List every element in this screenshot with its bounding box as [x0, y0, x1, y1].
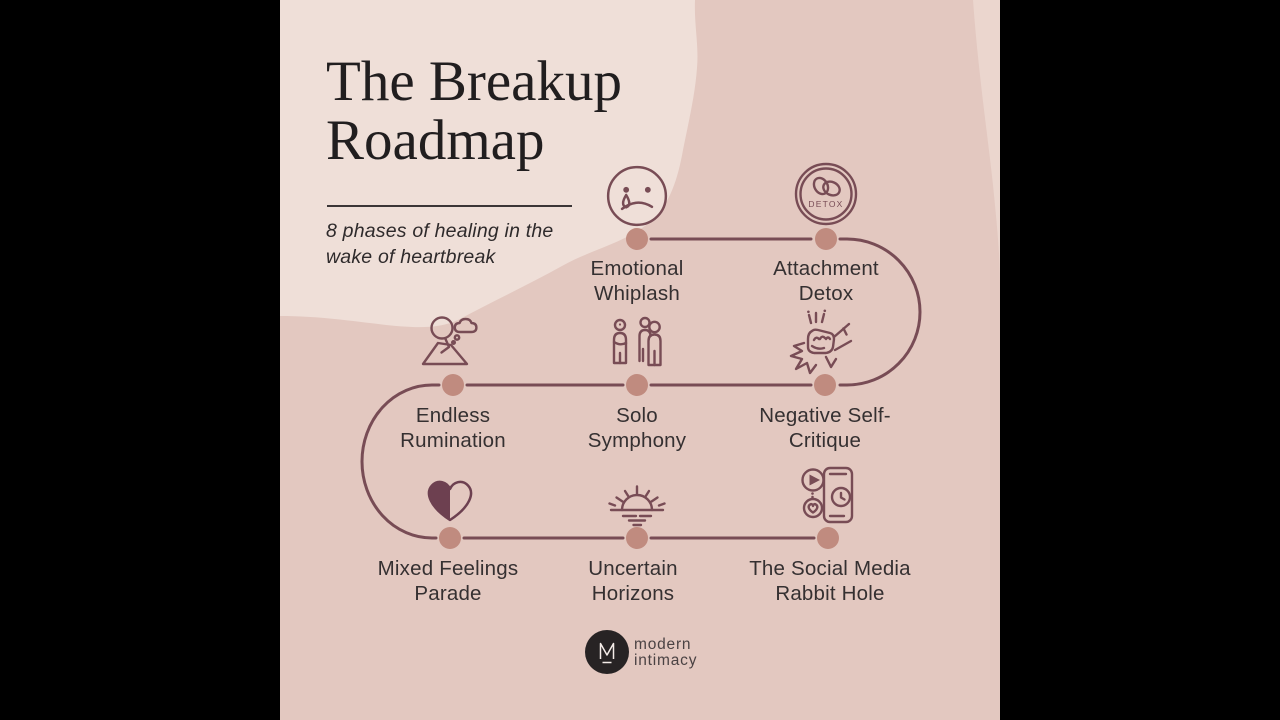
phase-label-uncertain-horizons: Uncertain Horizons: [588, 557, 678, 606]
title-divider: [327, 205, 572, 207]
fist-punch-icon: [788, 308, 856, 376]
phase-label-emotional-whiplash: Emotional Whiplash: [590, 257, 684, 306]
person-alone-vs-group-icon: [605, 313, 669, 377]
brand-name: modern intimacy: [634, 636, 698, 670]
brand-monogram-icon: [599, 642, 615, 664]
phase-label-endless-rumination: Endless Rumination: [400, 404, 506, 453]
person-thinking-icon: [418, 311, 488, 375]
title-line-2: Roadmap: [326, 109, 545, 173]
detox-badge-text: DETOX: [808, 199, 843, 209]
title-line-1: The Breakup: [326, 50, 622, 113]
subtitle: 8 phases of healing in the wake of heart…: [326, 220, 554, 268]
half-filled-heart-icon: [418, 468, 482, 526]
background-blob: [280, 0, 1000, 328]
brand-logo: [585, 630, 629, 674]
phase-label-solo-symphony: Solo Symphony: [587, 404, 687, 453]
sunrise-horizon-icon: [601, 468, 673, 532]
phase-label-attachment-detox: Attachment Detox: [773, 257, 879, 306]
brand-line-1: modern: [634, 636, 692, 653]
brand-line-2: intimacy: [634, 652, 698, 670]
social-media-loop-icon: [798, 464, 862, 528]
detox-circle-icon: DETOX: [792, 160, 860, 228]
page-title: The Breakup Roadmap: [326, 52, 622, 171]
phase-label-social-media-rabbit-hole: The Social Media Rabbit Hole: [749, 557, 911, 606]
phase-label-negative-self-critique: Negative Self-Critique: [759, 404, 891, 453]
phase-label-mixed-feelings-parade: Mixed Feelings Parade: [377, 557, 519, 606]
infographic-canvas: The Breakup Roadmap 8 phases of healing …: [280, 0, 1000, 720]
crying-face-icon: [604, 163, 670, 229]
